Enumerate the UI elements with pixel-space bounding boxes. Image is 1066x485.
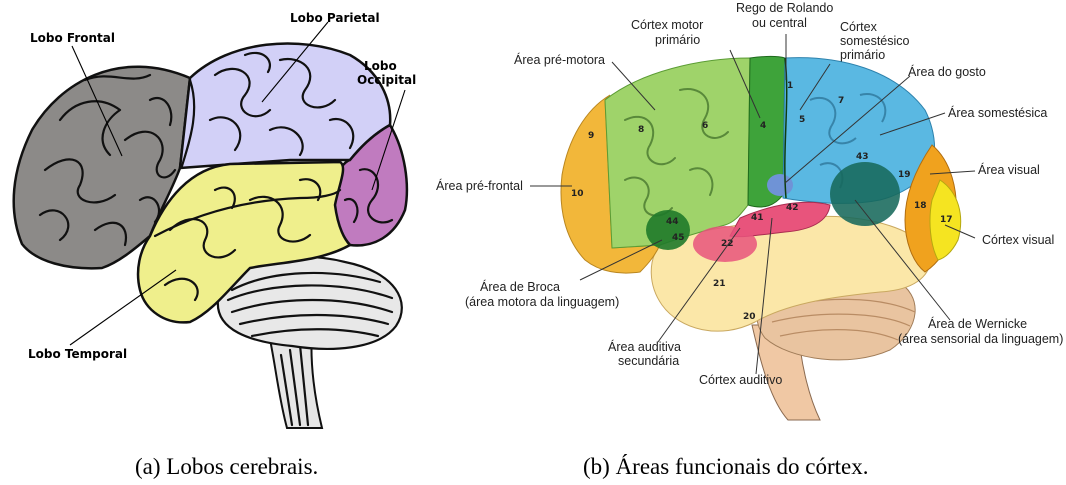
label-rego-rolando-1: Rego de Rolando xyxy=(736,1,833,15)
area-number-10: 10 xyxy=(571,189,584,199)
area-number-18: 18 xyxy=(914,201,927,211)
label-cortex-somestesico-3: primário xyxy=(840,48,885,62)
label-cortex-motor-1: Córtex motor xyxy=(631,18,703,32)
caption-a: (a) Lobos cerebrais. xyxy=(135,454,318,479)
label-cortex-motor-2: primário xyxy=(655,33,700,47)
area-number-5: 5 xyxy=(799,115,805,125)
label-cortex-visual: Córtex visual xyxy=(982,233,1054,247)
label-lobo-temporal: Lobo Temporal xyxy=(28,347,127,361)
label-cortex-auditivo: Córtex auditivo xyxy=(699,373,782,387)
label-area-broca-1: Área de Broca xyxy=(480,279,560,294)
label-area-somestesica: Área somestésica xyxy=(948,105,1047,120)
area-number-41: 41 xyxy=(751,213,764,223)
area-number-44: 44 xyxy=(666,217,679,227)
broca-area xyxy=(646,210,690,250)
panel-b: 9 10 8 6 4 1 5 7 43 19 18 17 44 45 41 42… xyxy=(436,1,1063,479)
area-number-4: 4 xyxy=(760,121,766,131)
label-area-visual: Área visual xyxy=(978,162,1040,177)
label-lobo-frontal: Lobo Frontal xyxy=(30,31,115,45)
area-number-6: 6 xyxy=(702,121,708,131)
label-area-wernicke-1: Área de Wernicke xyxy=(928,316,1027,331)
panel-a: Lobo Frontal Lobo Parietal Lobo Occipita… xyxy=(14,11,416,479)
area-number-22: 22 xyxy=(721,239,734,249)
label-area-pre-motora: Área pré-motora xyxy=(514,52,605,67)
label-area-wernicke-2: (área sensorial da linguagem) xyxy=(898,332,1063,346)
taste-area xyxy=(767,174,793,196)
area-number-21: 21 xyxy=(713,279,726,289)
area-number-42: 42 xyxy=(786,203,799,213)
area-number-1: 1 xyxy=(787,81,793,91)
label-area-do-gosto: Área do gosto xyxy=(908,64,986,79)
label-area-auditiva-1: Área auditiva xyxy=(608,339,681,354)
label-area-pre-frontal: Área pré-frontal xyxy=(436,178,523,193)
caption-b: (b) Áreas funcionais do córtex. xyxy=(583,454,868,479)
area-number-19: 19 xyxy=(898,170,911,180)
area-number-7: 7 xyxy=(838,96,844,106)
area-number-45: 45 xyxy=(672,233,685,243)
label-rego-rolando-2: ou central xyxy=(752,16,807,30)
label-area-broca-2: (área motora da linguagem) xyxy=(465,295,619,309)
wernicke-area xyxy=(830,162,900,226)
label-area-auditiva-2: secundária xyxy=(618,354,679,368)
label-lobo-occipital-1: Lobo xyxy=(364,59,397,73)
area-number-20: 20 xyxy=(743,312,756,322)
area-number-8: 8 xyxy=(638,125,644,135)
area-number-43: 43 xyxy=(856,152,869,162)
label-cortex-somestesico-2: somestésico xyxy=(840,34,910,48)
area-number-17: 17 xyxy=(940,215,953,225)
label-lobo-occipital-2: Occipital xyxy=(357,73,416,87)
label-lobo-parietal: Lobo Parietal xyxy=(290,11,380,25)
area-number-9: 9 xyxy=(588,131,594,141)
label-cortex-somestesico-1: Córtex xyxy=(840,20,878,34)
